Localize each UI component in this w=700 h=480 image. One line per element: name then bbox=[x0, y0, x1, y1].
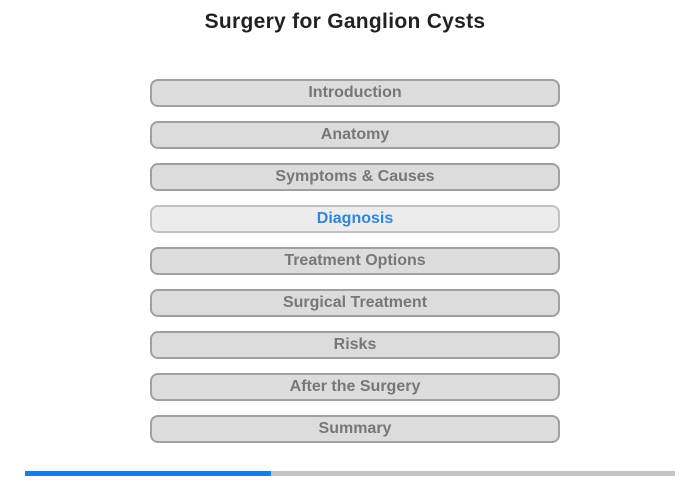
page-title: Surgery for Ganglion Cysts bbox=[204, 10, 486, 33]
menu-item-summary[interactable]: Summary bbox=[150, 415, 560, 443]
progress-bar bbox=[25, 471, 675, 476]
menu-item-treatment-options[interactable]: Treatment Options bbox=[150, 247, 560, 275]
progress-bar-fill bbox=[25, 471, 271, 476]
menu-item-surgical-treatment[interactable]: Surgical Treatment bbox=[150, 289, 560, 317]
chapter-menu: Introduction Anatomy Symptoms & Causes D… bbox=[150, 79, 560, 457]
menu-item-anatomy[interactable]: Anatomy bbox=[150, 121, 560, 149]
menu-item-risks[interactable]: Risks bbox=[150, 331, 560, 359]
menu-item-after-the-surgery[interactable]: After the Surgery bbox=[150, 373, 560, 401]
menu-item-diagnosis[interactable]: Diagnosis bbox=[150, 205, 560, 233]
menu-item-introduction[interactable]: Introduction bbox=[150, 79, 560, 107]
menu-item-symptoms-causes[interactable]: Symptoms & Causes bbox=[150, 163, 560, 191]
